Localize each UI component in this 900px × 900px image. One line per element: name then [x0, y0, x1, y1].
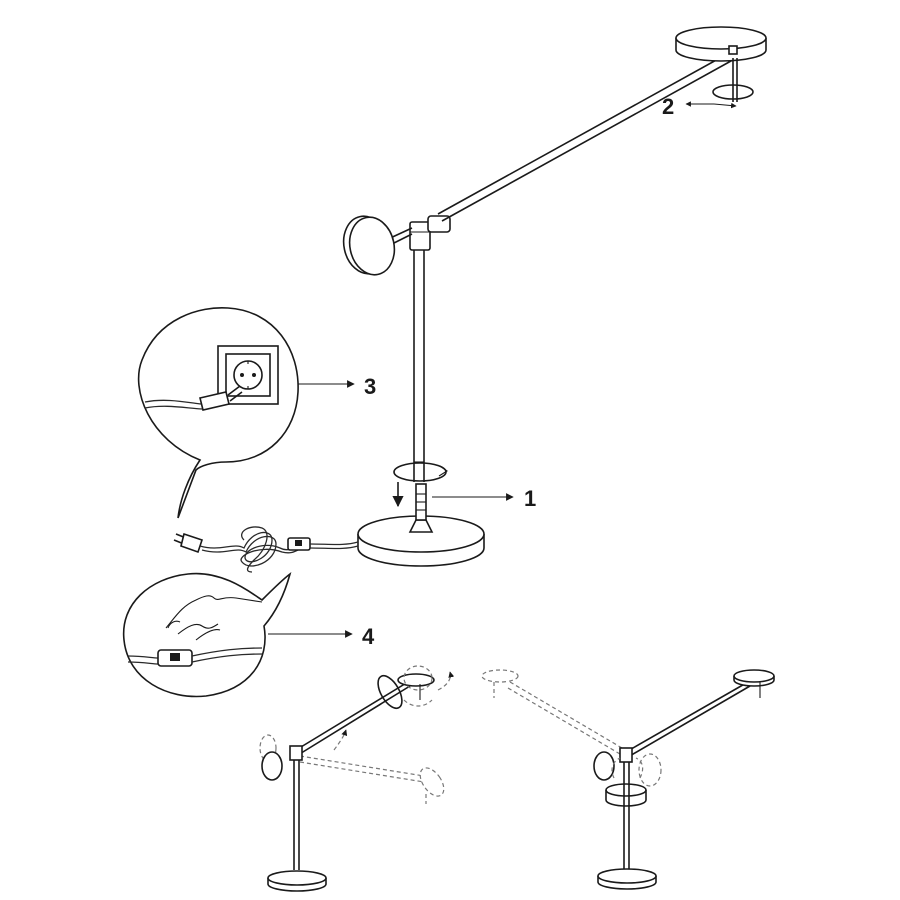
- inline-switch-icon: [287, 537, 311, 551]
- adjustment-view-a: [259, 665, 455, 892]
- rotate-indicators: [333, 665, 455, 751]
- lamp-pole: [413, 248, 425, 482]
- lamp-arm: [437, 47, 741, 222]
- step-label-2: 2: [662, 94, 674, 119]
- step-label-1: 1: [524, 486, 536, 511]
- adjustment-view-b: [481, 669, 775, 890]
- lift-arrow-icon: [333, 729, 348, 751]
- step-3-callout: 3: [137, 307, 376, 519]
- mini-lamp: [593, 669, 775, 890]
- switch-closeup-icon: [127, 647, 263, 667]
- step-label-4: 4: [362, 624, 375, 649]
- hand-icon: [165, 595, 263, 641]
- rotate-arrowhead-icon: [438, 465, 448, 477]
- callout-bubble: [122, 571, 292, 698]
- rotate-indicators: [605, 757, 647, 807]
- step-2-indicator: 2: [662, 84, 754, 119]
- cord-plug-icon: [173, 532, 204, 554]
- rotate-arrow-icon: [377, 674, 403, 710]
- swivel-ring-icon: [403, 665, 433, 691]
- callout-bubble: [137, 307, 299, 519]
- ghost-arm: [481, 669, 662, 787]
- swivel-arrow-icon: [437, 671, 455, 691]
- power-cord: [173, 526, 359, 573]
- step-label-3: 3: [364, 374, 376, 399]
- step-4-callout: 4: [122, 571, 375, 698]
- pole-joint: [409, 215, 451, 251]
- rotate-arrow-icon: [712, 84, 754, 100]
- lamp-base: [357, 483, 485, 567]
- rotate-arrow-icon: [605, 783, 647, 797]
- ghost-arm: [259, 734, 445, 804]
- top-cap: [675, 26, 767, 102]
- rotate-arrow-icon: [393, 462, 447, 482]
- tilt-arrow-icon: [611, 757, 621, 779]
- plug-icon: [144, 385, 243, 411]
- lamp-head: [342, 215, 396, 276]
- main-lamp: [342, 26, 767, 567]
- step-1-indicator: 1: [392, 462, 536, 511]
- mini-lamp: [261, 673, 435, 892]
